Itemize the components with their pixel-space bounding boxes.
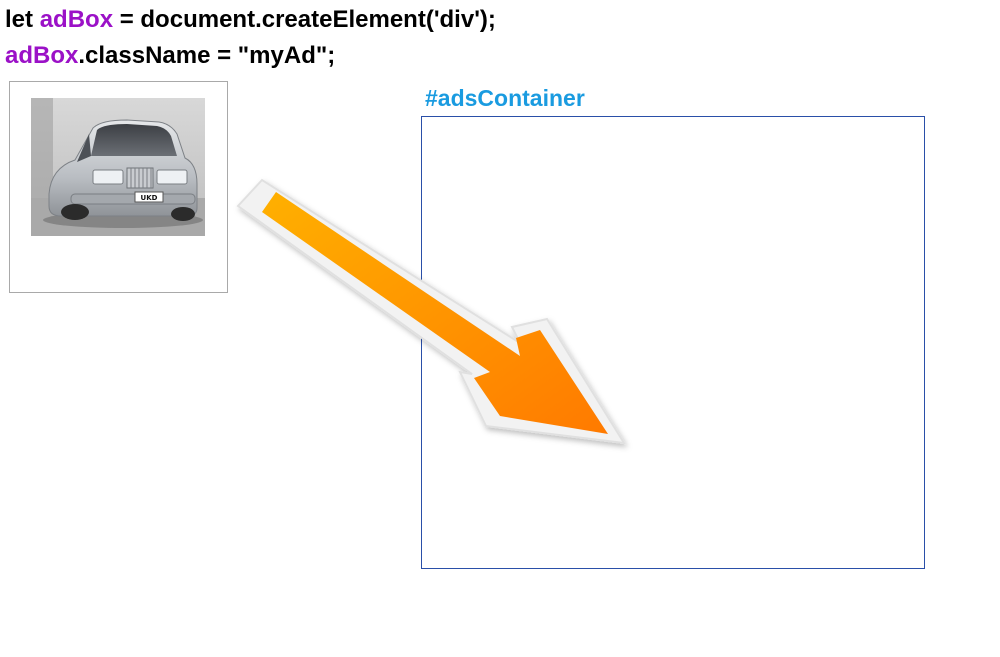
code-variable-adbox: adBox — [5, 42, 79, 69]
ad-box-card: UKD — [9, 81, 228, 293]
code-expression: .className = "myAd"; — [78, 42, 336, 69]
code-expression: = document.createElement('div'); — [113, 6, 496, 33]
code-variable-adbox: adBox — [39, 6, 114, 33]
code-keyword: let — [5, 6, 40, 33]
license-plate-text: UKD — [141, 194, 158, 202]
car-photo: UKD — [31, 98, 205, 236]
ads-container-box — [421, 116, 925, 569]
code-line-create-element: let adBox = document.createElement('div'… — [5, 6, 496, 34]
code-line-classname: adBox.className = "myAd"; — [5, 42, 335, 70]
ads-container-label: #adsContainer — [425, 85, 585, 111]
